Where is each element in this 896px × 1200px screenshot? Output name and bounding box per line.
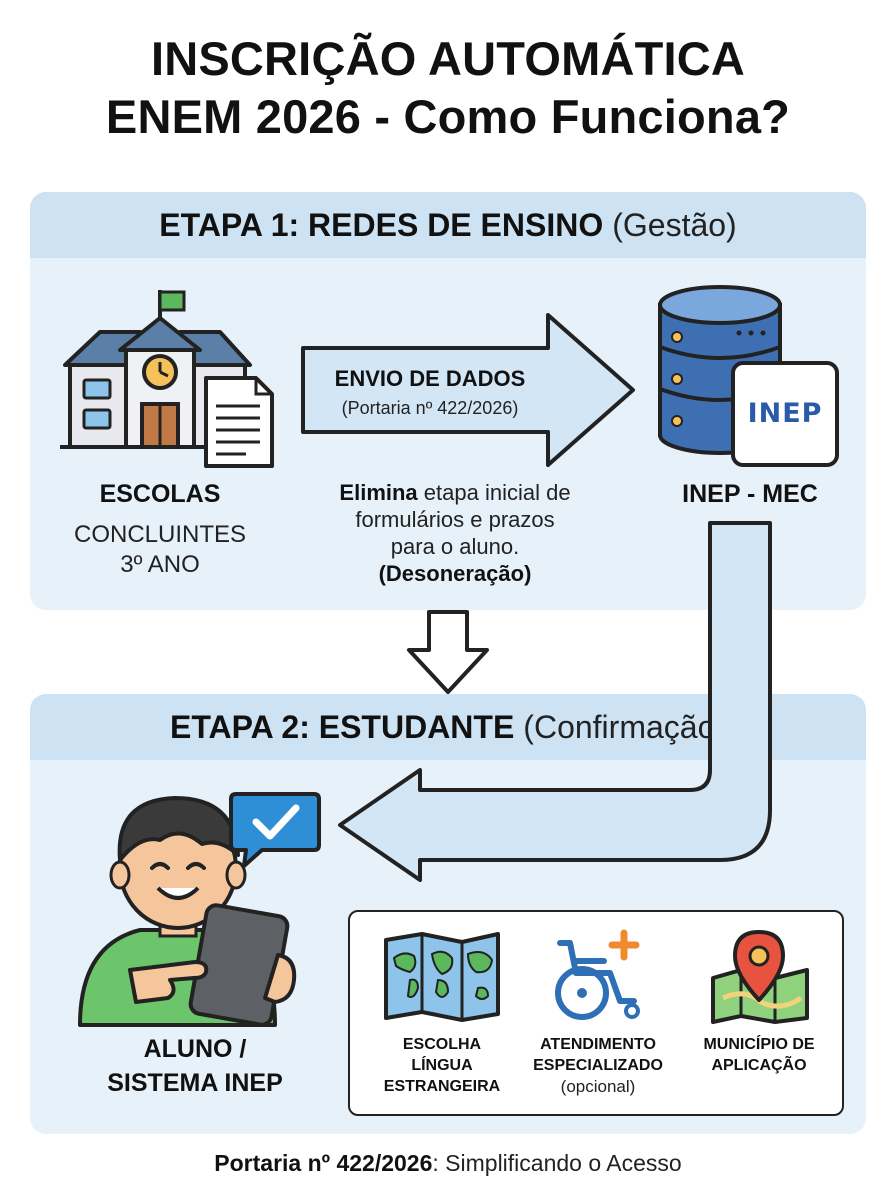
school-icon <box>60 290 274 468</box>
title-line-2: ENEM 2026 - Como Funciona? <box>105 90 791 143</box>
inep-label: INEP - MEC <box>682 480 818 508</box>
data-submission-arrow <box>301 313 635 467</box>
page-title: INSCRIÇÃO AUTOMÁTICA ENEM 2026 - Como Fu… <box>0 30 896 146</box>
schools-label: ESCOLAS <box>99 480 221 508</box>
schools-sub-line-2: 3º ANO <box>120 551 200 578</box>
option-assistance-line-1: ATENDIMENTO <box>540 1036 656 1053</box>
title-line-1: INSCRIÇÃO AUTOMÁTICA <box>150 32 746 85</box>
description-line-1: etapa inicial de <box>417 480 571 505</box>
student-label: ALUNO / SISTEMA INEP <box>60 1032 330 1100</box>
description: Elimina etapa inicial de formulários e p… <box>300 479 610 587</box>
student-label-line-1: ALUNO / <box>143 1035 247 1063</box>
world-map-icon <box>384 932 500 1022</box>
option-municipality-line-1: MUNICÍPIO DE <box>703 1036 815 1053</box>
student-avatar <box>78 796 297 1027</box>
option-language-line-3: ESTRANGEIRA <box>383 1078 501 1095</box>
description-line-4: (Desoneração) <box>378 561 532 586</box>
stage-1-subtitle: (Gestão) <box>612 206 737 243</box>
database-icon <box>658 285 839 467</box>
return-flow-arrow <box>338 521 772 882</box>
option-language: ESCOLHA LÍNGUA ESTRANGEIRA <box>372 1034 512 1097</box>
data-submission-text: ENVIO DE DADOS (Portaria nº 422/2026) <box>300 366 560 419</box>
schools-sublabel: CONCLUINTES 3º ANO <box>50 520 270 580</box>
option-special-assistance: ATENDIMENTO ESPECIALIZADO (opcional) <box>520 1034 676 1097</box>
footer-text: : Simplificando o Acesso <box>432 1150 682 1176</box>
option-assistance-note: (opcional) <box>560 1077 636 1096</box>
option-municipality: MUNICÍPIO DE APLICAÇÃO <box>684 1034 834 1076</box>
inep-logo-text: INEP <box>747 398 823 429</box>
map-pin-icon <box>711 930 809 1024</box>
stage-2-title: ETAPA 2: ESTUDANTE <box>169 708 515 745</box>
stage-1-header: ETAPA 1: REDES DE ENSINO (Gestão) <box>30 192 866 258</box>
option-language-line-2: LÍNGUA <box>411 1057 473 1074</box>
description-line-2: formulários e prazos <box>355 507 555 532</box>
wheelchair-icon <box>555 929 640 1020</box>
data-submission-title: ENVIO DE DADOS <box>334 366 526 391</box>
footer-ordinance: Portaria nº 422/2026 <box>214 1150 433 1176</box>
option-language-line-1: ESCOLHA <box>402 1036 482 1053</box>
data-submission-ordinance: (Portaria nº 422/2026) <box>341 398 519 418</box>
down-arrow-icon <box>407 610 489 694</box>
description-bold: Elimina <box>339 480 418 505</box>
student-label-line-2: SISTEMA INEP <box>107 1069 283 1097</box>
schools-sub-line-1: CONCLUINTES <box>73 521 247 548</box>
stage-1-title: ETAPA 1: REDES DE ENSINO <box>159 206 604 243</box>
description-line-3: para o aluno. <box>390 534 520 559</box>
option-assistance-line-2: ESPECIALIZADO <box>533 1057 663 1074</box>
stage-2-subtitle: (Confirmação) <box>523 708 727 745</box>
option-municipality-line-2: APLICAÇÃO <box>711 1057 807 1074</box>
chat-check-icon <box>229 792 321 868</box>
footer: Portaria nº 422/2026: Simplificando o Ac… <box>0 1150 896 1177</box>
